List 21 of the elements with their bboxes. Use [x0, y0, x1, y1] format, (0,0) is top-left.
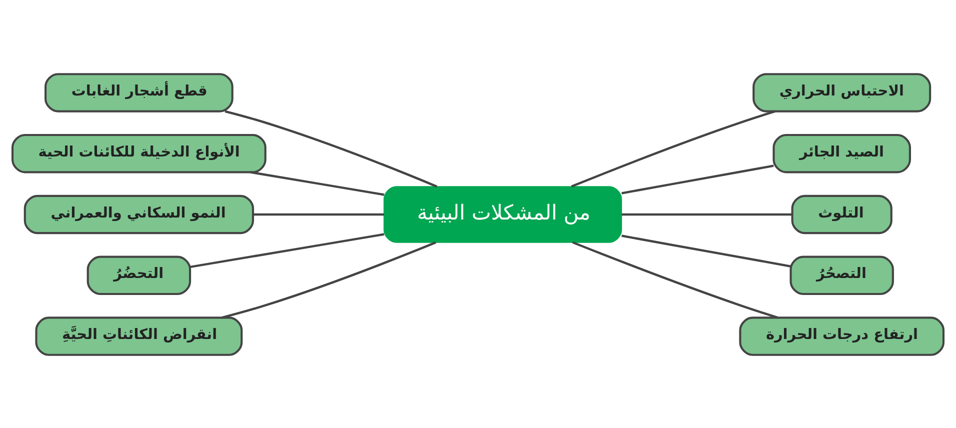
connector	[190, 232, 384, 268]
node-box: ارتفاع درجات الحرارة	[739, 316, 945, 356]
connector	[572, 240, 778, 318]
connector	[571, 110, 776, 188]
node-box: التحضُرُ	[86, 255, 192, 294]
connector	[221, 240, 436, 318]
node-box: التصحُرُ	[790, 255, 894, 294]
connector	[621, 164, 774, 194]
connector	[253, 212, 384, 216]
node-box: الاحتباس الحراري	[752, 72, 932, 112]
node-box: من المشكلات البيئية	[384, 186, 622, 242]
node-box: الصيد الجائر	[772, 134, 911, 173]
node-box: قطع أشجار الغابات	[44, 72, 234, 112]
node-box: انقراض الكائناتِ الحيَّةِ	[35, 316, 243, 356]
connector	[250, 170, 384, 196]
node-box: الأنواع الدخيلة للكائنات الحية	[11, 134, 266, 173]
node-box: النمو السكاني والعمراني	[24, 194, 254, 234]
node-box: التلوث	[791, 194, 892, 234]
connector	[224, 110, 438, 188]
connector	[621, 234, 791, 267]
connector	[622, 212, 792, 216]
